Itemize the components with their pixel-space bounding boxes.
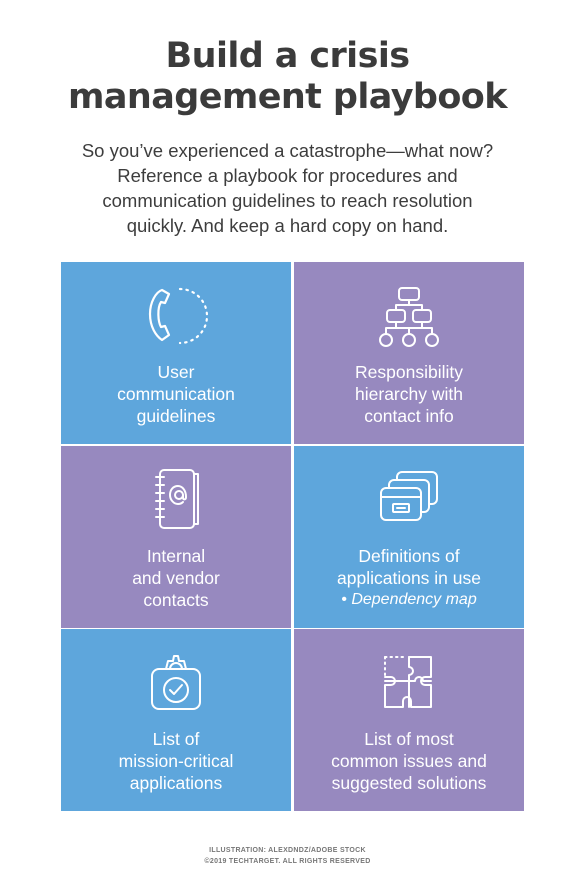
- card-sublabel: • Dependency map: [341, 591, 477, 608]
- card-common-issues: List of most common issues and suggested…: [294, 629, 524, 811]
- stacked-windows-icon: [380, 471, 438, 521]
- title-line: Build a crisis: [165, 36, 411, 76]
- card-label: List of most common issues and suggested…: [331, 729, 487, 793]
- intro-line: quickly. And keep a hard copy on hand.: [126, 215, 449, 236]
- card-application-definitions: Definitions of applications in use • Dep…: [294, 446, 524, 628]
- intro-line: Reference a playbook for procedures and: [117, 165, 458, 186]
- gear-check-icon: [151, 655, 201, 710]
- puzzle-icon: [384, 656, 432, 708]
- intro-line: So you’ve experienced a catastrophe—what…: [81, 140, 494, 161]
- credit-text: ILLUSTRATION: ALEXDNDZ/ADOBE STOCK ©2019…: [0, 845, 575, 867]
- title-line: management playbook: [68, 77, 507, 117]
- playbook-grid: User communication guidelines Responsibi…: [61, 262, 524, 811]
- card-user-communication: User communication guidelines: [61, 262, 291, 444]
- credit-line: ILLUSTRATION: ALEXDNDZ/ADOBE STOCK: [209, 847, 366, 854]
- card-label: User communication guidelines: [117, 362, 235, 426]
- intro-text: So you’ve experienced a catastrophe—what…: [20, 138, 555, 238]
- credit-line: ©2019 TECHTARGET. ALL RIGHTS RESERVED: [204, 858, 371, 865]
- card-responsibility-hierarchy: Responsibility hierarchy with contact in…: [294, 262, 524, 444]
- card-internal-vendor-contacts: Internal and vendor contacts: [61, 446, 291, 628]
- card-mission-critical-apps: List of mission-critical applications: [61, 629, 291, 811]
- org-chart-icon: [379, 287, 439, 347]
- page-title: Build a crisis management playbook: [0, 36, 575, 118]
- phone-icon: [148, 287, 209, 345]
- address-book-icon: [155, 469, 199, 529]
- intro-line: communication guidelines to reach resolu…: [102, 190, 473, 211]
- card-label: Internal and vendor contacts: [132, 546, 220, 610]
- card-label: Responsibility hierarchy with contact in…: [355, 362, 463, 426]
- card-label: List of mission-critical applications: [118, 729, 234, 793]
- card-label: Definitions of applications in use • Dep…: [294, 545, 524, 611]
